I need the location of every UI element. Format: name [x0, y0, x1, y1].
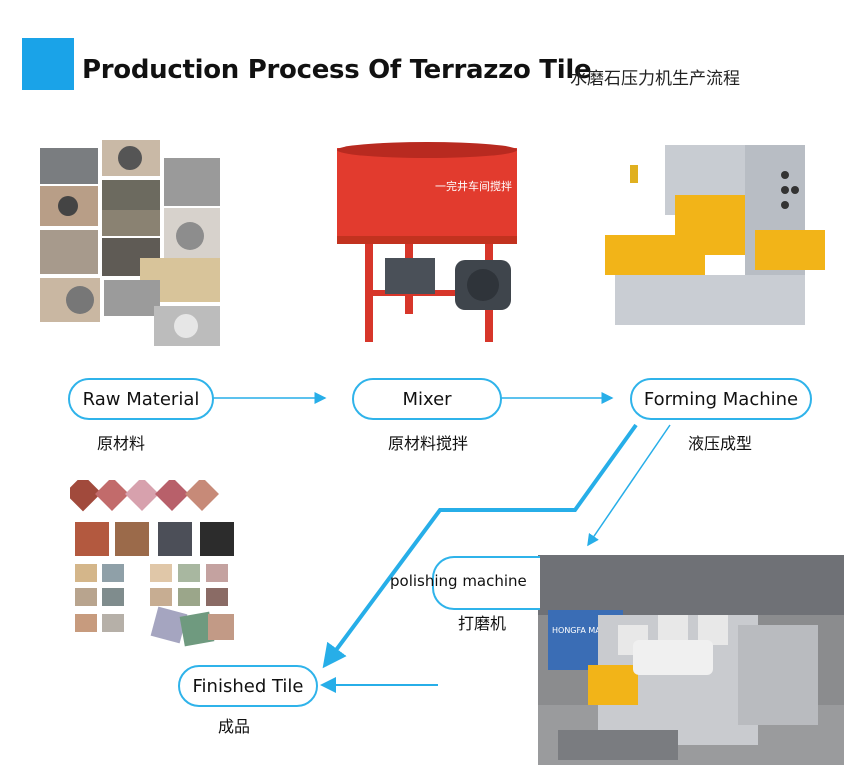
step-mixer: Mixer: [352, 378, 502, 420]
accent-square: [22, 38, 74, 90]
step-mixer-cn: 原材料搅拌: [388, 434, 469, 453]
page-title: Production Process Of Terrazzo Tile: [82, 55, 592, 85]
mixer-image: 一完井车间搅拌: [325, 140, 525, 345]
step-raw-material: Raw Material: [68, 378, 214, 420]
step-polishing-machine-label: polishing machine: [390, 572, 527, 590]
step-mixer-label: Mixer: [402, 388, 452, 410]
arrow-forming-to-finished: [322, 423, 638, 669]
polishing-machine-image: HONGFA MACHINE: [538, 555, 844, 765]
step-polishing-machine-cn: 打磨机: [458, 614, 507, 633]
polisher-brand-text: HONGFA MACHINE: [552, 626, 626, 635]
step-polishing-machine: [432, 556, 540, 610]
raw-material-image: [40, 140, 220, 350]
arrow-forming-to-polishing: [587, 424, 671, 547]
step-raw-material-label: Raw Material: [82, 388, 200, 410]
step-forming-machine-label: Forming Machine: [643, 388, 799, 410]
step-forming-machine-cn: 液压成型: [688, 434, 753, 453]
finished-tile-image: [70, 480, 240, 660]
step-finished-tile-cn: 成品: [218, 717, 251, 736]
step-finished-tile: Finished Tile: [178, 665, 318, 707]
forming-machine-image: [595, 135, 830, 340]
mixer-side-label: 一完井车间搅拌: [435, 179, 512, 193]
step-forming-machine: Forming Machine: [630, 378, 812, 420]
step-raw-material-cn: 原材料: [97, 434, 146, 453]
step-finished-tile-label: Finished Tile: [192, 675, 304, 697]
page-subtitle-cn: 水磨石压力机生产流程: [570, 69, 740, 89]
